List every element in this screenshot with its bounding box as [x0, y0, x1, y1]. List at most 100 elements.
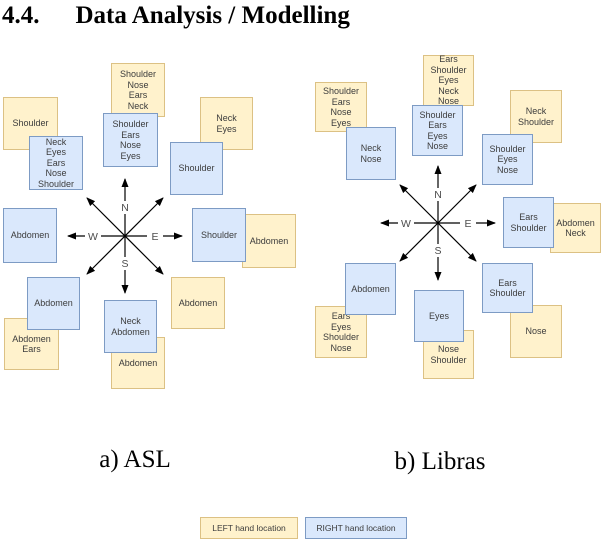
asl-w-right-box: Abdomen: [3, 208, 57, 263]
caption-asl: a) ASL: [99, 446, 171, 473]
location-label: Ears: [121, 129, 140, 140]
section-title: Data Analysis / Modelling: [75, 2, 350, 29]
location-label: Neck: [360, 143, 382, 153]
asl-se-left-box: Abdomen: [171, 277, 225, 329]
location-label: Ears: [46, 157, 66, 168]
location-label: Shoulder: [489, 288, 526, 298]
location-label: Abdomen: [249, 235, 289, 246]
location-label: Nose: [330, 107, 352, 117]
location-label: Shoulder: [430, 354, 467, 365]
location-label: Shoulder: [419, 109, 456, 120]
location-label: Shoulder: [178, 163, 215, 174]
location-label: Neck: [438, 85, 459, 96]
location-label: Eyes: [438, 75, 459, 86]
location-label: Shoulder: [322, 86, 360, 96]
legend-right-hand: RIGHT hand location: [305, 517, 407, 539]
location-label: Nose: [127, 79, 149, 90]
location-label: Ears: [428, 120, 447, 130]
location-label: Shoulder: [37, 178, 75, 189]
location-label: Abdomen: [351, 283, 390, 294]
location-label: Ears: [439, 54, 458, 65]
location-label: Shoulder: [489, 143, 526, 154]
location-label: Neck: [565, 228, 586, 238]
compass-label-south: S: [121, 258, 128, 270]
location-label: Shoulder: [430, 64, 467, 75]
compass-label-south: S: [434, 245, 441, 257]
location-label: Abdomen: [12, 333, 51, 344]
compass-swne-arrow: [399, 184, 477, 262]
location-label: Nose: [330, 342, 352, 353]
location-label: Abdomen: [111, 326, 150, 337]
location-label: Neck: [127, 100, 149, 111]
location-label: Eyes: [45, 147, 66, 158]
location-label: Nose: [45, 168, 67, 179]
location-label: Eyes: [497, 154, 518, 165]
compass-label-north: N: [121, 202, 129, 214]
location-label: Nose: [426, 141, 448, 151]
legend-left-hand: LEFT hand location: [200, 517, 298, 539]
libras-se-left-box: Nose: [510, 305, 562, 358]
location-label: Neck: [216, 113, 237, 123]
compass-label-east: E: [464, 218, 471, 230]
location-label: Nose: [119, 140, 141, 150]
location-label: Abdomen: [118, 357, 158, 368]
location-label: Shoulder: [12, 118, 49, 129]
location-label: Nose: [437, 96, 459, 107]
location-label: Ears: [128, 90, 148, 100]
section-number: 4.4.: [2, 2, 40, 29]
location-label: Neck: [45, 136, 67, 147]
location-label: Abdomen: [178, 297, 218, 308]
compass-rose-icon: N S W E: [67, 178, 183, 294]
location-label: Ears: [498, 277, 517, 288]
location-label: Shoulder: [119, 69, 157, 79]
compass-swne-arrow: [86, 197, 164, 275]
location-label: Eyes: [330, 321, 351, 332]
compass-label-east: E: [151, 231, 158, 243]
compass-label-west: W: [88, 231, 98, 243]
location-label: Shoulder: [200, 229, 238, 240]
location-label: Eyes: [330, 117, 351, 128]
location-label: Shoulder: [322, 332, 360, 342]
location-label: Abdomen: [556, 217, 595, 228]
compass-rose-icon: N S W E: [380, 165, 496, 281]
location-label: Shoulder: [517, 116, 555, 127]
location-label: Nose: [496, 164, 518, 175]
asl-e-right-box: Shoulder: [192, 208, 246, 262]
location-label: Ears: [22, 344, 41, 354]
caption-libras: b) Libras: [394, 448, 486, 475]
asl-sw-right-box: Abdomen: [27, 277, 80, 330]
libras-s-right-box: Eyes: [414, 290, 464, 342]
location-label: Shoulder: [510, 222, 547, 233]
location-label: Ears: [331, 96, 351, 107]
location-label: Eyes: [216, 123, 237, 134]
location-label: Nose: [360, 153, 382, 164]
location-label: Abdomen: [34, 298, 73, 309]
compass-label-west: W: [401, 218, 411, 230]
asl-e-left-box: Abdomen: [242, 214, 296, 268]
location-label: Neck: [525, 106, 547, 116]
location-label: Eyes: [427, 130, 448, 141]
location-label: Eyes: [120, 150, 141, 161]
location-label: Abdomen: [10, 230, 50, 241]
section-heading: 4.4. Data Analysis / Modelling: [2, 2, 350, 30]
asl-ne-right-box: Shoulder: [170, 142, 223, 195]
location-label: Ears: [331, 311, 351, 321]
location-label: Eyes: [428, 310, 449, 321]
location-label: Ears: [519, 212, 538, 222]
location-label: Nose: [437, 344, 459, 354]
compass-label-north: N: [434, 189, 442, 201]
location-label: Neck: [120, 316, 141, 326]
